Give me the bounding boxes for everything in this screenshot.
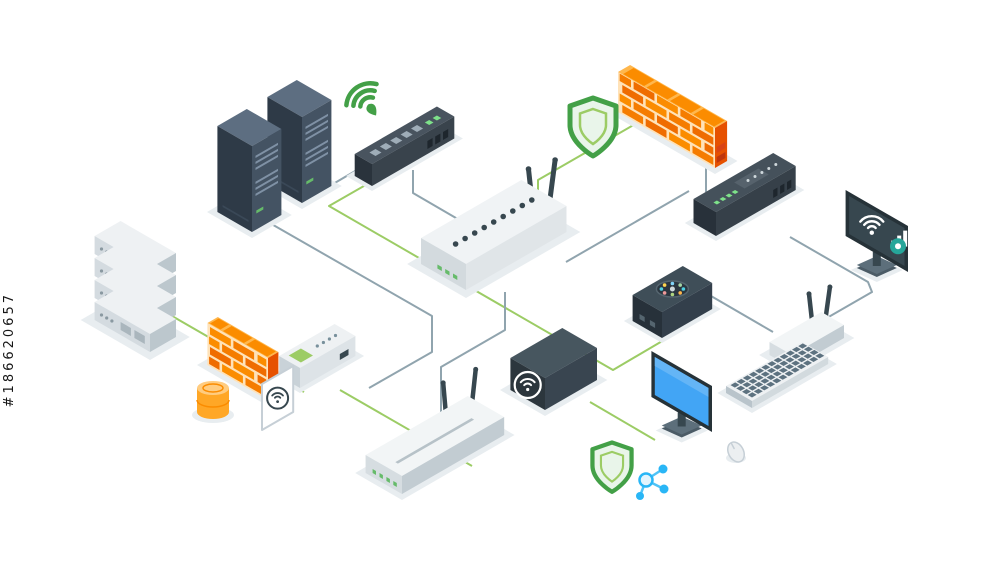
mouse	[726, 441, 746, 463]
database-cylinder	[192, 381, 234, 423]
network-security-shield	[590, 440, 669, 500]
iot-hub	[623, 266, 721, 343]
tower-servers	[207, 80, 342, 238]
hotspot-card	[261, 365, 295, 431]
keyboard	[717, 342, 837, 413]
watermark-stock-id: #186620657	[2, 292, 17, 408]
security-shield	[567, 95, 619, 159]
modem	[684, 153, 805, 241]
wifi-signal-icon	[344, 81, 379, 116]
wifi-access-point	[500, 328, 608, 416]
smart-monitor	[845, 190, 908, 282]
modem-router	[355, 366, 515, 500]
firewall-wall	[607, 65, 738, 174]
network-switch	[346, 106, 463, 191]
server-rack	[80, 221, 190, 360]
wireless-router	[407, 157, 581, 298]
desktop-monitor	[651, 351, 712, 443]
